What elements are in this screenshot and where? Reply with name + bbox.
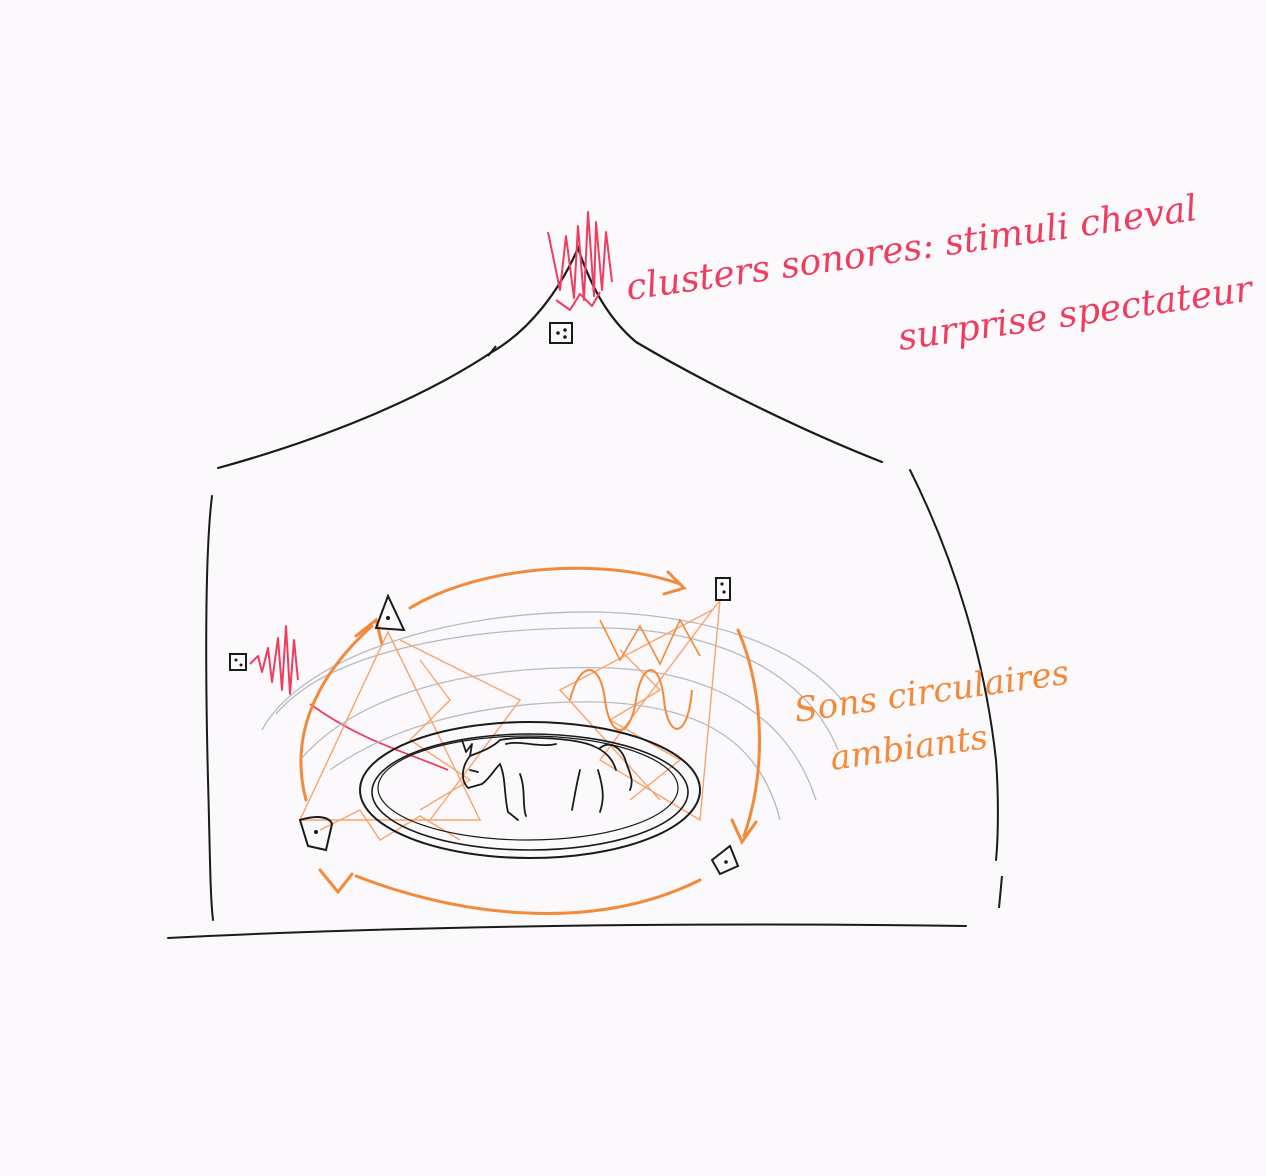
speaker-lower-right-icon — [712, 846, 738, 874]
annotation-ambient-line2: ambiants — [828, 717, 990, 779]
left-wall-speaker-icon — [230, 654, 246, 670]
speaker-lower-left-icon — [300, 817, 332, 850]
horse-figure — [462, 738, 632, 820]
ground-line — [168, 925, 966, 939]
orange-circulation-arrows — [301, 568, 760, 913]
tent-left-wall — [206, 496, 213, 920]
top-sound-cluster-scribble — [548, 212, 612, 310]
annotation-clusters-line2: surprise spectateur — [896, 268, 1257, 359]
left-sound-cluster-scribble — [250, 626, 298, 694]
speaker-upper-left-icon — [376, 596, 404, 630]
annotation-ambient-line1: Sons circulaires — [792, 653, 1072, 731]
tent-right-wall-stub — [999, 876, 1002, 908]
top-speaker-icon — [550, 323, 572, 343]
speaker-upper-right-icon — [716, 578, 730, 600]
